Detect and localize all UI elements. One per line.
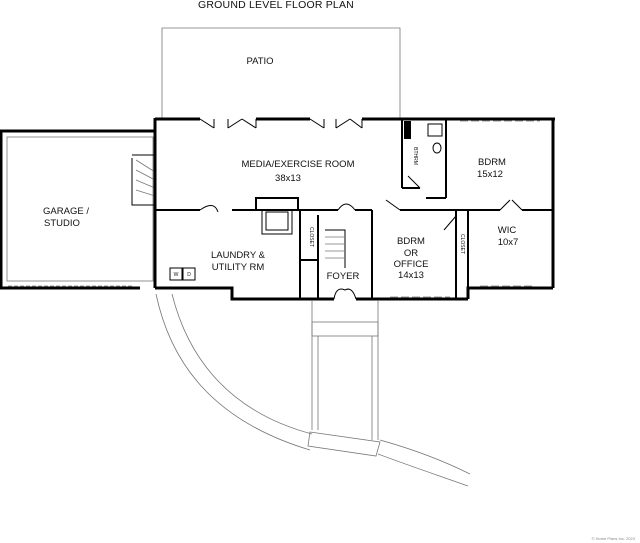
bedroom-label: BDRM [478,157,506,168]
office-label-1: BDRM [397,236,425,247]
garage-label-2: STUDIO [44,218,80,229]
media-room-size: 38x13 [275,173,301,184]
dryer-label: D [187,272,191,278]
closet2-label: CLOSET [459,234,465,254]
foyer-label: FOYER [327,271,360,282]
media-room-label: MEDIA/EXERCISE ROOM [242,159,355,170]
interior-walls [155,119,553,300]
wic-label: WIC [498,225,517,236]
laundry-label-1: LAUNDRY & [211,250,266,261]
office-label-2: OR [404,248,418,259]
bedroom-size: 15x12 [477,169,503,180]
patio-label: PATIO [246,56,273,67]
garage-label-1: GARAGE / [43,206,89,217]
patio: PATIO [161,27,401,118]
footer-text: © Home Plans Inc. 2023 [592,536,636,541]
wic-size: 10x7 [498,237,519,248]
closet-label: CLOSET [308,227,314,247]
walkway [307,300,381,457]
driveway [155,293,471,487]
washer-dryer: W D [169,267,196,281]
patio-doors [199,118,363,129]
plan-title: GROUND LEVEL FLOOR PLAN [198,0,354,11]
office-label-3: OFFICE [394,259,429,270]
washer-label: W [174,272,179,278]
garage: GARAGE / STUDIO [0,129,156,290]
laundry-label-2: UTILITY RM [212,262,265,273]
office-size: 14x13 [398,270,424,281]
bath-label: BTHRM [412,147,418,165]
